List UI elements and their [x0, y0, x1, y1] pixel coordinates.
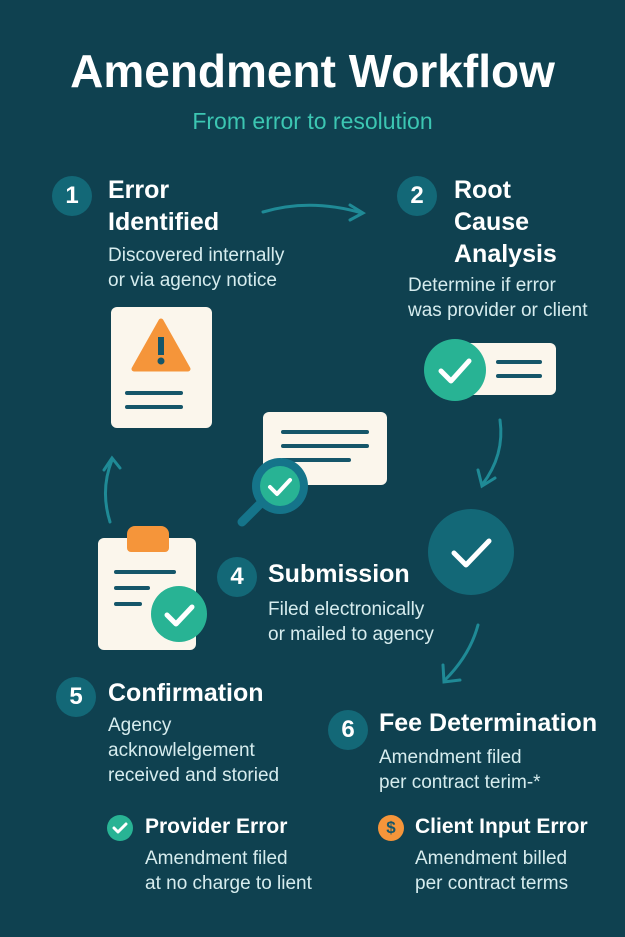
- step-2-title: Root Cause Analysis: [454, 174, 557, 270]
- outcome-client-title: Client Input Error: [415, 815, 588, 838]
- outcome-provider-desc: Amendment filed at no charge to lient: [145, 846, 312, 896]
- title-line: Analysis: [454, 240, 557, 268]
- step-1-desc: Discovered internally or via agency noti…: [108, 243, 284, 293]
- title-line: Error: [108, 176, 170, 204]
- clipboard-check-icon: [151, 586, 207, 642]
- warning-icon: [131, 318, 191, 372]
- step-2-desc: Determine if error was provider or clien…: [408, 273, 588, 323]
- clipboard-clip: [127, 526, 169, 552]
- step-6-desc: Amendment filed per contract terim‐*: [379, 745, 541, 795]
- step-2-number: 2: [397, 176, 437, 216]
- outcome-client-desc: Amendment billed per contract terms: [415, 846, 568, 896]
- desc-line: Agency: [108, 715, 172, 736]
- desc-line: was provider or client: [408, 300, 588, 321]
- title-line: Cause: [454, 208, 530, 236]
- title-line: Identified: [108, 208, 220, 236]
- title-line: Root: [454, 176, 511, 204]
- step-5-desc: Agency acknowlelgement received and stor…: [108, 713, 279, 788]
- desc-line: Determine if error: [408, 275, 556, 296]
- desc-line: per contract terms: [415, 873, 569, 894]
- warning-document-icon: [111, 307, 212, 428]
- step-5-number: 5: [56, 677, 96, 717]
- desc-line: per contract terim‐*: [379, 772, 541, 793]
- desc-line: or mailed to agency: [268, 624, 434, 645]
- approved-check-icon: [428, 509, 514, 595]
- desc-line: Amendment filed: [145, 848, 288, 869]
- step-5-title: Confirmation: [108, 679, 264, 707]
- desc-line: acknowlelgement: [108, 740, 255, 761]
- step-4-number: 4: [217, 557, 257, 597]
- step-4-title: Submission: [268, 560, 410, 588]
- magnifier-check-icon: [237, 458, 308, 527]
- step-4-desc: Filed electronically or mailed to agency: [268, 597, 434, 647]
- step-6-number: 6: [328, 710, 368, 750]
- desc-line: or via agency notice: [108, 270, 277, 291]
- arrow-5-1: [103, 458, 114, 524]
- desc-line: Discovered internally: [108, 245, 285, 266]
- dollar-icon: $: [378, 815, 404, 841]
- desc-line: at no charge to lient: [145, 873, 312, 894]
- outcome-provider-title: Provider Error: [145, 815, 288, 838]
- check-circle-icon: [424, 339, 486, 401]
- check-icon: [107, 815, 133, 841]
- desc-line: Amendment filed: [379, 747, 522, 768]
- review-document-icon: [263, 412, 387, 485]
- arrow-1-2: [261, 203, 364, 215]
- arrow-2-3: [480, 418, 503, 487]
- page-title: Amendment Workflow: [70, 45, 555, 97]
- arrow-3-4: [443, 623, 480, 682]
- step-1-number: 1: [52, 176, 92, 216]
- step-1-title: Error Identified: [108, 174, 219, 238]
- desc-line: received and storied: [108, 765, 280, 786]
- step-6-title: Fee Determination: [379, 709, 598, 737]
- page-subtitle: From error to resolution: [192, 108, 433, 134]
- desc-line: Filed electronically: [268, 599, 425, 620]
- desc-line: Amendment billed: [415, 848, 568, 869]
